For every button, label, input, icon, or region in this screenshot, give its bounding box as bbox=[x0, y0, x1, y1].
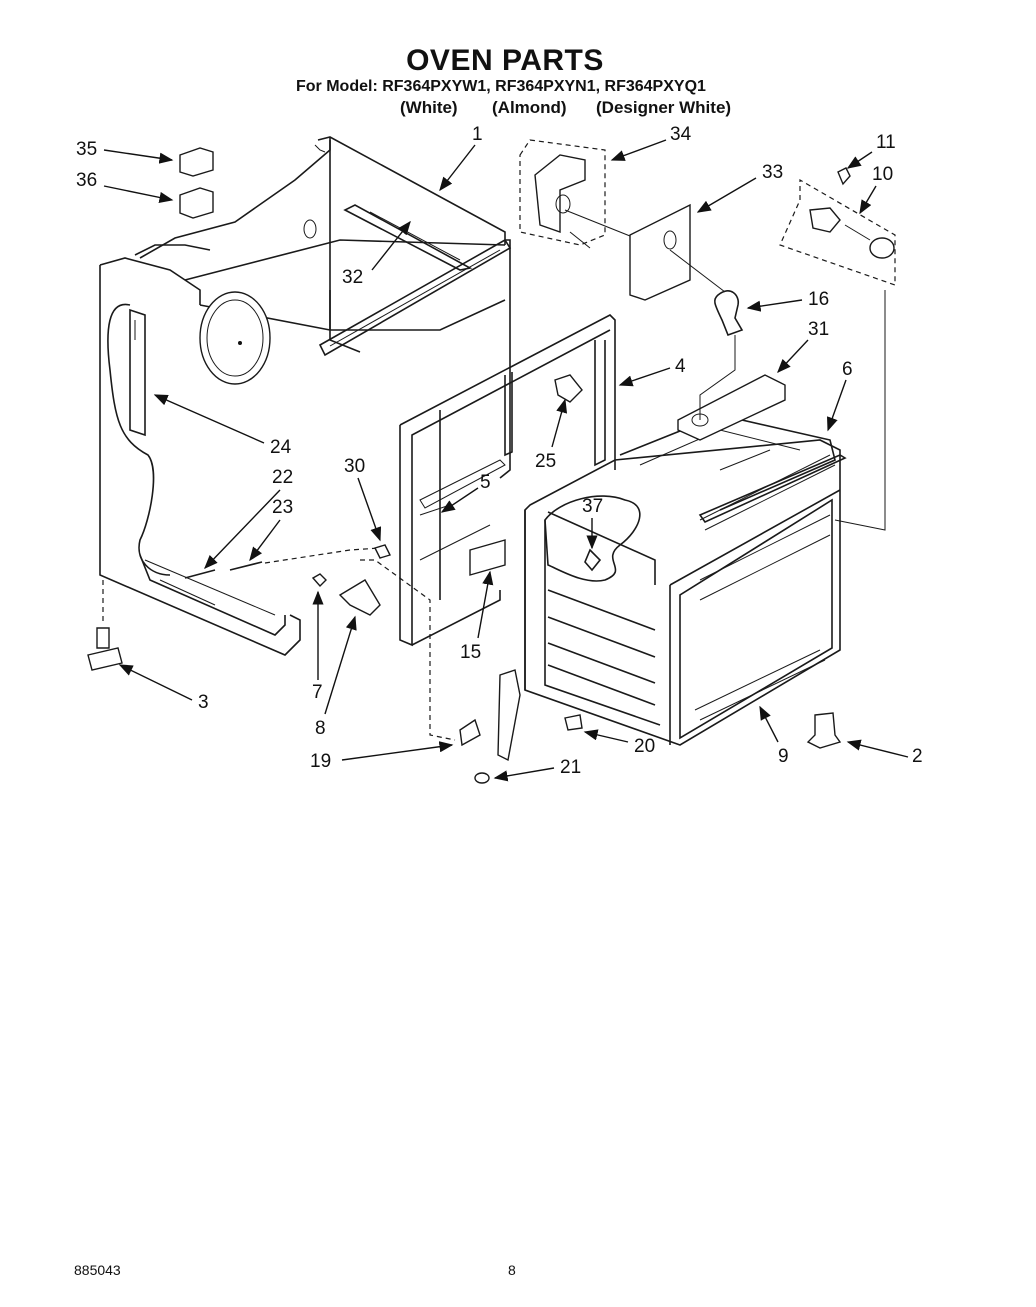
callouts: 1 2 3 4 5 6 7 8 9 10 11 15 16 19 20 21 2 bbox=[76, 124, 923, 782]
finish-almond: (Almond) bbox=[492, 98, 567, 117]
valve-25 bbox=[554, 374, 583, 403]
clip-35 bbox=[179, 147, 214, 177]
spring-23 bbox=[229, 561, 263, 571]
callout-6: 6 bbox=[842, 359, 853, 380]
callout-36: 36 bbox=[76, 170, 97, 191]
callout-11: 11 bbox=[876, 132, 896, 153]
finish-white: (White) bbox=[400, 98, 458, 117]
callout-4: 4 bbox=[675, 356, 686, 377]
callout-34: 34 bbox=[670, 124, 692, 145]
callout-35: 35 bbox=[76, 139, 97, 160]
tube-16 bbox=[713, 290, 744, 337]
callout-16: 16 bbox=[808, 289, 829, 310]
doc-number: 885043 bbox=[74, 1262, 121, 1278]
panel-33 bbox=[629, 203, 691, 301]
bracket-8 bbox=[338, 579, 381, 616]
callout-32: 32 bbox=[342, 267, 363, 288]
callout-23: 23 bbox=[272, 497, 293, 518]
block-15 bbox=[469, 539, 506, 576]
callout-7: 7 bbox=[312, 682, 323, 703]
callout-33: 33 bbox=[762, 162, 783, 183]
clip-36 bbox=[179, 187, 214, 219]
hinge-arm bbox=[497, 669, 521, 762]
callout-3: 3 bbox=[198, 692, 209, 713]
callout-15: 15 bbox=[460, 642, 481, 663]
callout-9: 9 bbox=[778, 746, 789, 767]
light-assembly bbox=[779, 167, 896, 531]
callout-5: 5 bbox=[480, 472, 491, 493]
finish-designer-white: (Designer White) bbox=[596, 98, 732, 117]
callout-22: 22 bbox=[272, 467, 293, 488]
callout-19: 19 bbox=[310, 751, 331, 772]
igniter-block bbox=[677, 374, 786, 441]
oven-cavity bbox=[524, 439, 841, 746]
spring-22 bbox=[184, 569, 216, 579]
callout-30: 30 bbox=[344, 456, 365, 477]
page-title: OVEN PARTS bbox=[406, 44, 604, 77]
model-line: For Model: RF364PXYW1, RF364PXYN1, RF364… bbox=[296, 78, 706, 95]
callout-20: 20 bbox=[634, 736, 655, 757]
callout-10: 10 bbox=[872, 164, 893, 185]
front-frame bbox=[399, 314, 616, 647]
page-number: 8 bbox=[508, 1262, 516, 1278]
callout-24: 24 bbox=[270, 437, 292, 458]
callout-31: 31 bbox=[808, 319, 829, 340]
oven-body-frame bbox=[99, 136, 512, 656]
callout-25: 25 bbox=[535, 451, 556, 472]
callout-8: 8 bbox=[315, 718, 326, 739]
callout-2: 2 bbox=[912, 746, 923, 767]
foot-2 bbox=[806, 712, 842, 749]
leveling-leg bbox=[87, 580, 123, 671]
callout-21: 21 bbox=[560, 757, 581, 778]
bracket-assembly-34 bbox=[519, 139, 606, 249]
hinge-19 bbox=[459, 718, 481, 747]
callout-37: 37 bbox=[582, 496, 603, 517]
nut-7 bbox=[311, 573, 327, 588]
callout-1: 1 bbox=[472, 124, 483, 145]
